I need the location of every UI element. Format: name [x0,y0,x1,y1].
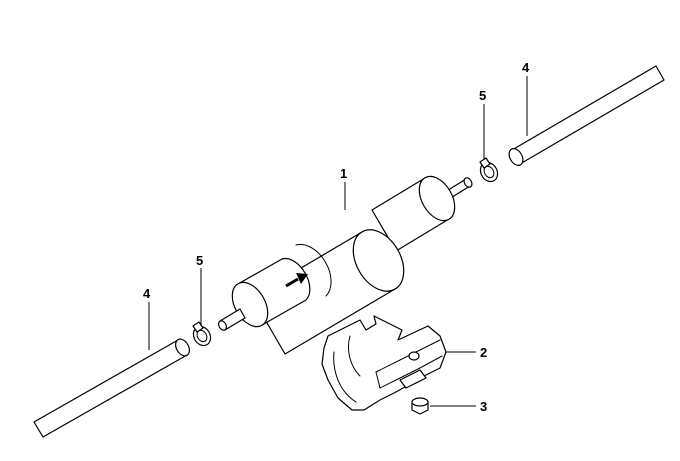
hose-clamp-left [192,321,212,347]
hose-clamp-right [479,157,499,183]
callout-1: 1 [340,166,347,181]
callout-4-right: 4 [522,60,530,75]
arrow-right-icon [285,273,308,288]
callout-5-left: 5 [196,253,203,268]
callout-3: 3 [480,399,487,414]
callout-4-left: 4 [143,286,151,301]
leader-lines [148,76,528,407]
callout-5-right: 5 [479,88,486,103]
fuel-filter [217,175,473,355]
hex-nut [411,397,429,415]
callout-labels: 1 2 3 4 4 5 5 [143,60,530,414]
filter-bracket [321,315,447,411]
callout-2: 2 [480,345,487,360]
fuel-hose-right [508,65,665,166]
fuel-hose-left [33,338,190,438]
